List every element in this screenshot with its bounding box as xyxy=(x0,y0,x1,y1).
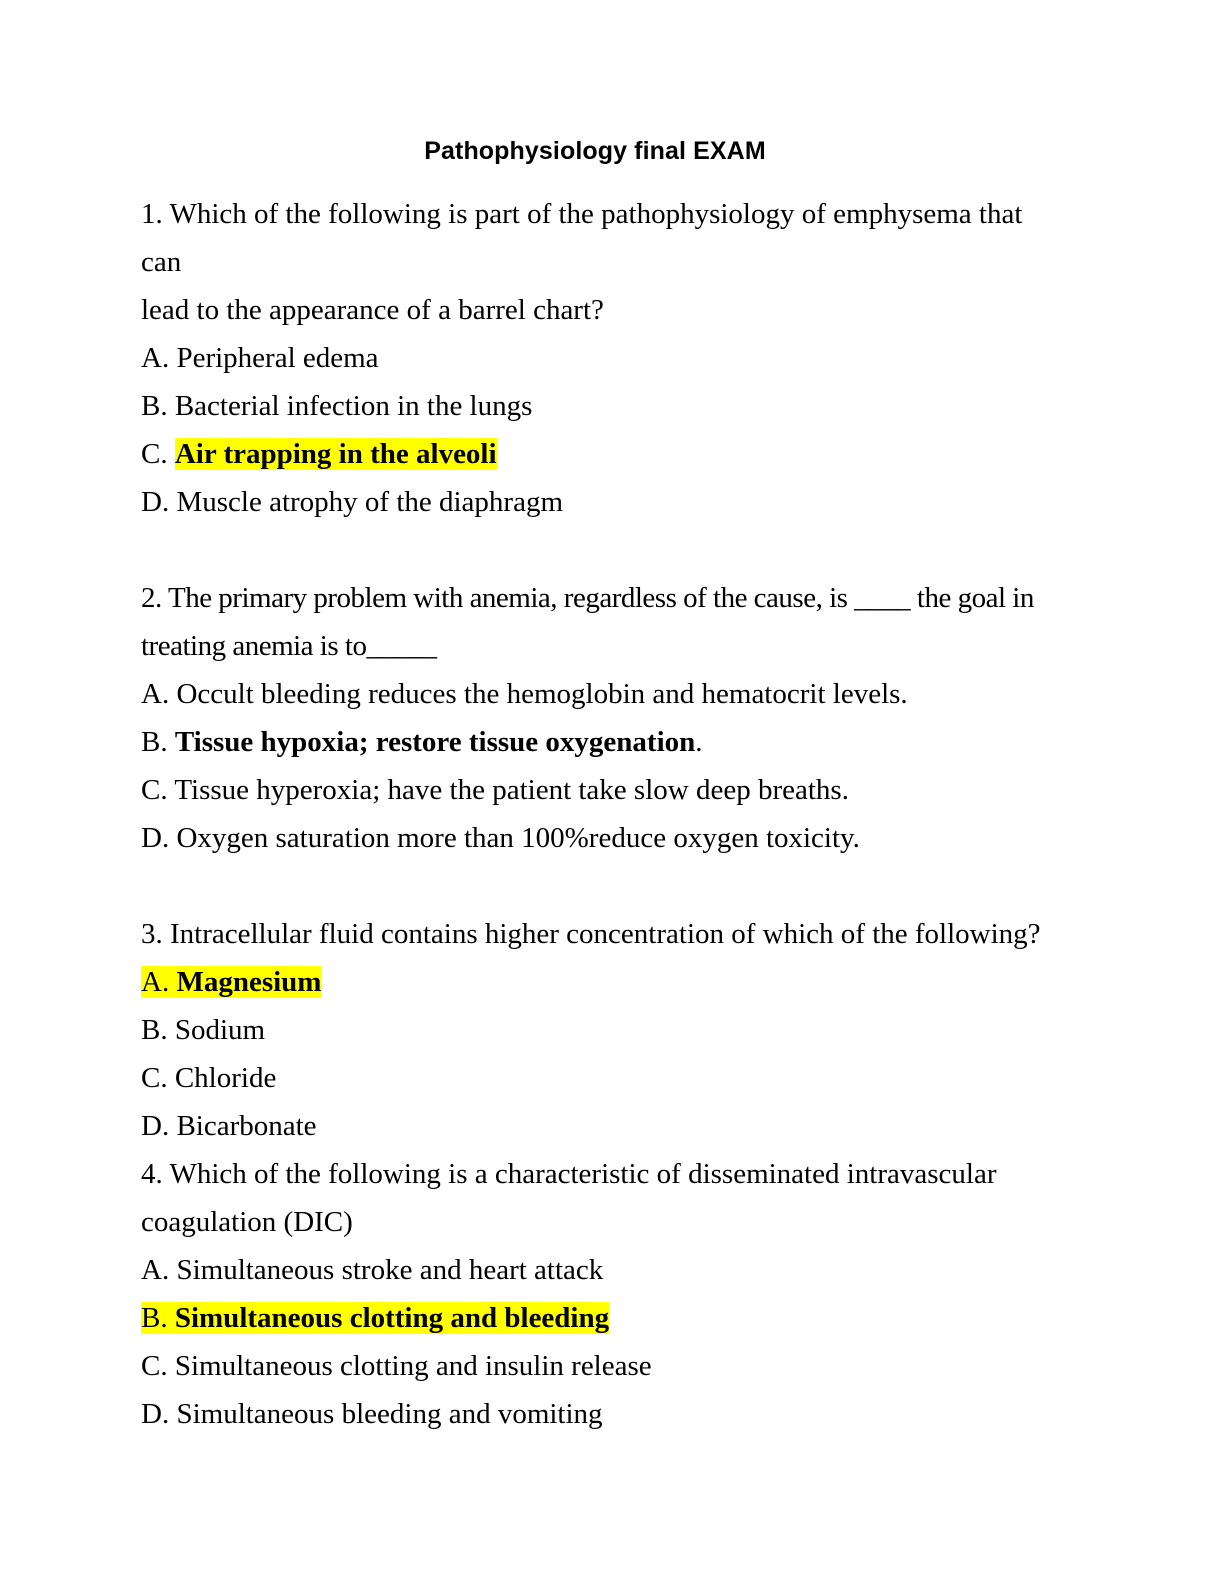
option-prefix: D. xyxy=(141,1398,170,1430)
option-prefix: A. xyxy=(141,678,170,710)
question-3-option-c[interactable]: C. Chloride xyxy=(141,1054,1041,1102)
document-body: Pathophysiology final EXAM 1. Which of t… xyxy=(141,132,1041,1438)
option-text-bold: Tissue hypoxia; restore tissue oxygenati… xyxy=(174,726,696,758)
option-space xyxy=(168,726,175,758)
question-1-option-a[interactable]: A. Peripheral edema xyxy=(141,334,1041,382)
option-space xyxy=(168,438,175,470)
option-prefix: B. xyxy=(141,1302,168,1334)
option-prefix: C. xyxy=(141,774,168,806)
question-3-option-a[interactable]: A. Magnesium xyxy=(141,958,1041,1006)
question-2-option-c[interactable]: C. Tissue hyperoxia; have the patient ta… xyxy=(141,766,1041,814)
option-text: Tissue hyperoxia; have the patient take … xyxy=(174,774,849,806)
option-space xyxy=(168,1350,175,1382)
question-4-option-d[interactable]: D. Simultaneous bleeding and vomiting xyxy=(141,1390,1041,1438)
option-text: Chloride xyxy=(174,1062,277,1094)
option-prefix: C. xyxy=(141,438,168,470)
question-2-option-a[interactable]: A. Occult bleeding reduces the hemoglobi… xyxy=(141,670,1041,718)
question-block-4: 4. Which of the following is a character… xyxy=(141,1150,1041,1438)
question-1-stem-line-2: lead to the appearance of a barrel chart… xyxy=(141,294,604,326)
question-4-option-a[interactable]: A. Simultaneous stroke and heart attack xyxy=(141,1246,1041,1294)
title-spacer xyxy=(141,170,1041,190)
option-text-highlighted: Air trapping in the alveoli xyxy=(174,438,497,470)
option-text: Muscle atrophy of the diaphragm xyxy=(176,486,564,518)
option-space xyxy=(168,1014,175,1046)
question-1-option-b[interactable]: B. Bacterial infection in the lungs xyxy=(141,382,1041,430)
question-3-option-b[interactable]: B. Sodium xyxy=(141,1006,1041,1054)
option-text: Bicarbonate xyxy=(176,1110,317,1142)
question-gap-1-2 xyxy=(141,526,1041,574)
question-4-stem-line-2: coagulation (DIC) xyxy=(141,1206,353,1238)
option-text: Bacterial infection in the lungs xyxy=(174,390,533,422)
question-block-2: 2. The primary problem with anemia, rega… xyxy=(141,574,1041,862)
option-prefix: D. xyxy=(141,1110,170,1142)
option-prefix-highlighted: B. Simultaneous clotting and bleeding xyxy=(141,1302,610,1334)
option-prefix: D. xyxy=(141,486,170,518)
option-text: Sodium xyxy=(174,1014,266,1046)
question-2-option-b[interactable]: B. Tissue hypoxia; restore tissue oxygen… xyxy=(141,718,1041,766)
option-text: Simultaneous stroke and heart attack xyxy=(176,1254,604,1286)
option-prefix: D. xyxy=(141,822,170,854)
page-title: Pathophysiology final EXAM xyxy=(424,137,766,165)
option-text: Occult bleeding reduces the hemoglobin a… xyxy=(176,678,908,710)
option-space xyxy=(168,390,175,422)
question-1-stem-line-1: 1. Which of the following is part of the… xyxy=(141,198,1023,278)
question-4-stem-line-1: 4. Which of the following is a character… xyxy=(141,1158,997,1190)
option-text-highlighted: Simultaneous clotting and bleeding xyxy=(174,1302,610,1334)
option-prefix: C. xyxy=(141,1062,168,1094)
option-text: Simultaneous clotting and insulin releas… xyxy=(174,1350,652,1382)
option-tail: . xyxy=(695,726,703,758)
option-text: Peripheral edema xyxy=(176,342,379,374)
question-2-stem-line-2: treating anemia is to_____ xyxy=(141,630,437,662)
option-space xyxy=(168,1062,175,1094)
option-prefix: B. xyxy=(141,1014,168,1046)
option-space xyxy=(168,1302,175,1334)
option-prefix-highlighted: A. Magnesium xyxy=(141,966,322,998)
question-3-stem-line-1: 3. Intracellular fluid contains higher c… xyxy=(141,918,1041,950)
option-text: Oxygen saturation more than 100%reduce o… xyxy=(176,822,860,854)
option-prefix: B. xyxy=(141,726,168,758)
option-prefix: A. xyxy=(141,1254,170,1286)
question-4-option-c[interactable]: C. Simultaneous clotting and insulin rel… xyxy=(141,1342,1041,1390)
question-4-option-b[interactable]: B. Simultaneous clotting and bleeding xyxy=(141,1294,1041,1342)
question-2-option-d[interactable]: D. Oxygen saturation more than 100%reduc… xyxy=(141,814,1041,862)
option-prefix: A. xyxy=(141,966,170,998)
question-3-option-d[interactable]: D. Bicarbonate xyxy=(141,1102,1041,1150)
question-2-stem-line-1: 2. The primary problem with anemia, rega… xyxy=(141,582,1034,614)
option-prefix: C. xyxy=(141,1350,168,1382)
option-prefix: B. xyxy=(141,390,168,422)
option-prefix: A. xyxy=(141,342,170,374)
question-gap-2-3 xyxy=(141,862,1041,910)
question-block-3: 3. Intracellular fluid contains higher c… xyxy=(141,910,1041,1150)
option-text-highlighted: Magnesium xyxy=(176,966,322,998)
question-block-1: 1. Which of the following is part of the… xyxy=(141,190,1041,526)
question-1-option-d[interactable]: D. Muscle atrophy of the diaphragm xyxy=(141,478,1041,526)
option-text: Simultaneous bleeding and vomiting xyxy=(176,1398,603,1430)
question-1-option-c[interactable]: C. Air trapping in the alveoli xyxy=(141,430,1041,478)
